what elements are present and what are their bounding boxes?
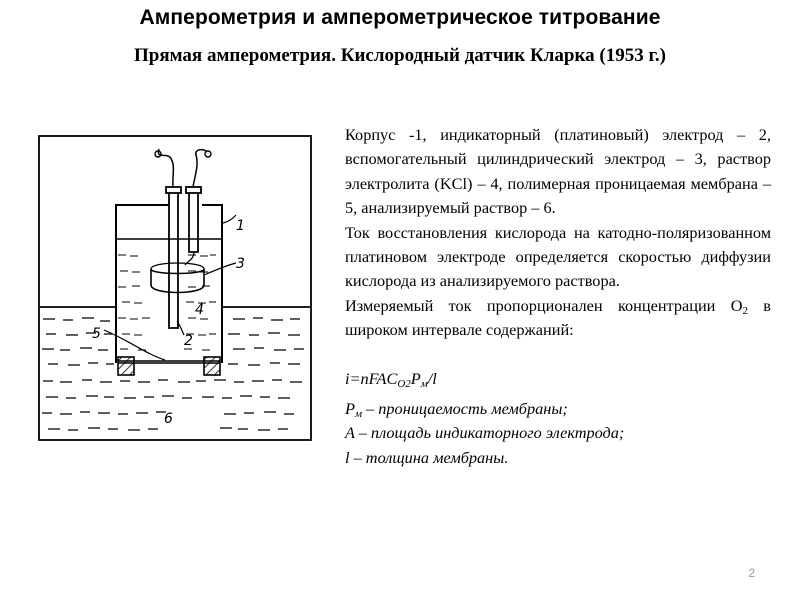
label-5: 5 — [92, 326, 101, 342]
cylindrical-electrode — [150, 262, 205, 294]
paragraph-proportional: Измеряемый ток пропорционален концентрац… — [345, 295, 771, 340]
figure-frame — [38, 135, 312, 441]
auxiliary-electrode — [184, 148, 212, 266]
label-3: 3 — [236, 256, 245, 272]
membrane-holder-left — [117, 356, 135, 376]
formula-a-definition: A – площадь индикаторного электрода; — [345, 423, 625, 443]
paragraph-reduction-current: Ток восстановления кислорода на катодно-… — [345, 222, 771, 291]
paragraph-components: Корпус -1, индикаторный (платиновый) эле… — [345, 125, 771, 218]
platinum-electrode — [154, 148, 182, 329]
page-number: 2 — [748, 566, 755, 580]
label-2: 2 — [184, 333, 193, 349]
label-4: 4 — [195, 302, 204, 318]
analyzed-solution — [40, 306, 310, 431]
leader-lines — [103, 214, 237, 361]
clark-sensor-diagram: 1 3 4 2 5 6 — [38, 135, 312, 441]
current-formula: i=nFACO2Pм/l — [345, 368, 437, 390]
slide-subtitle: Прямая амперометрия. Кислородный датчик … — [133, 45, 667, 66]
slide-title: Амперометрия и амперометрическое титрова… — [139, 6, 661, 29]
formula-pm-definition: Pм – проницаемость мембраны; — [345, 399, 568, 421]
electrolyte-kcl — [118, 254, 216, 351]
label-1: 1 — [236, 218, 245, 234]
formula-l-definition: l – толщина мембраны. — [345, 447, 509, 467]
description-text: Корпус -1, индикаторный (платиновый) эле… — [345, 123, 771, 470]
label-6: 6 — [164, 411, 173, 427]
membrane-holder-right — [203, 356, 221, 376]
